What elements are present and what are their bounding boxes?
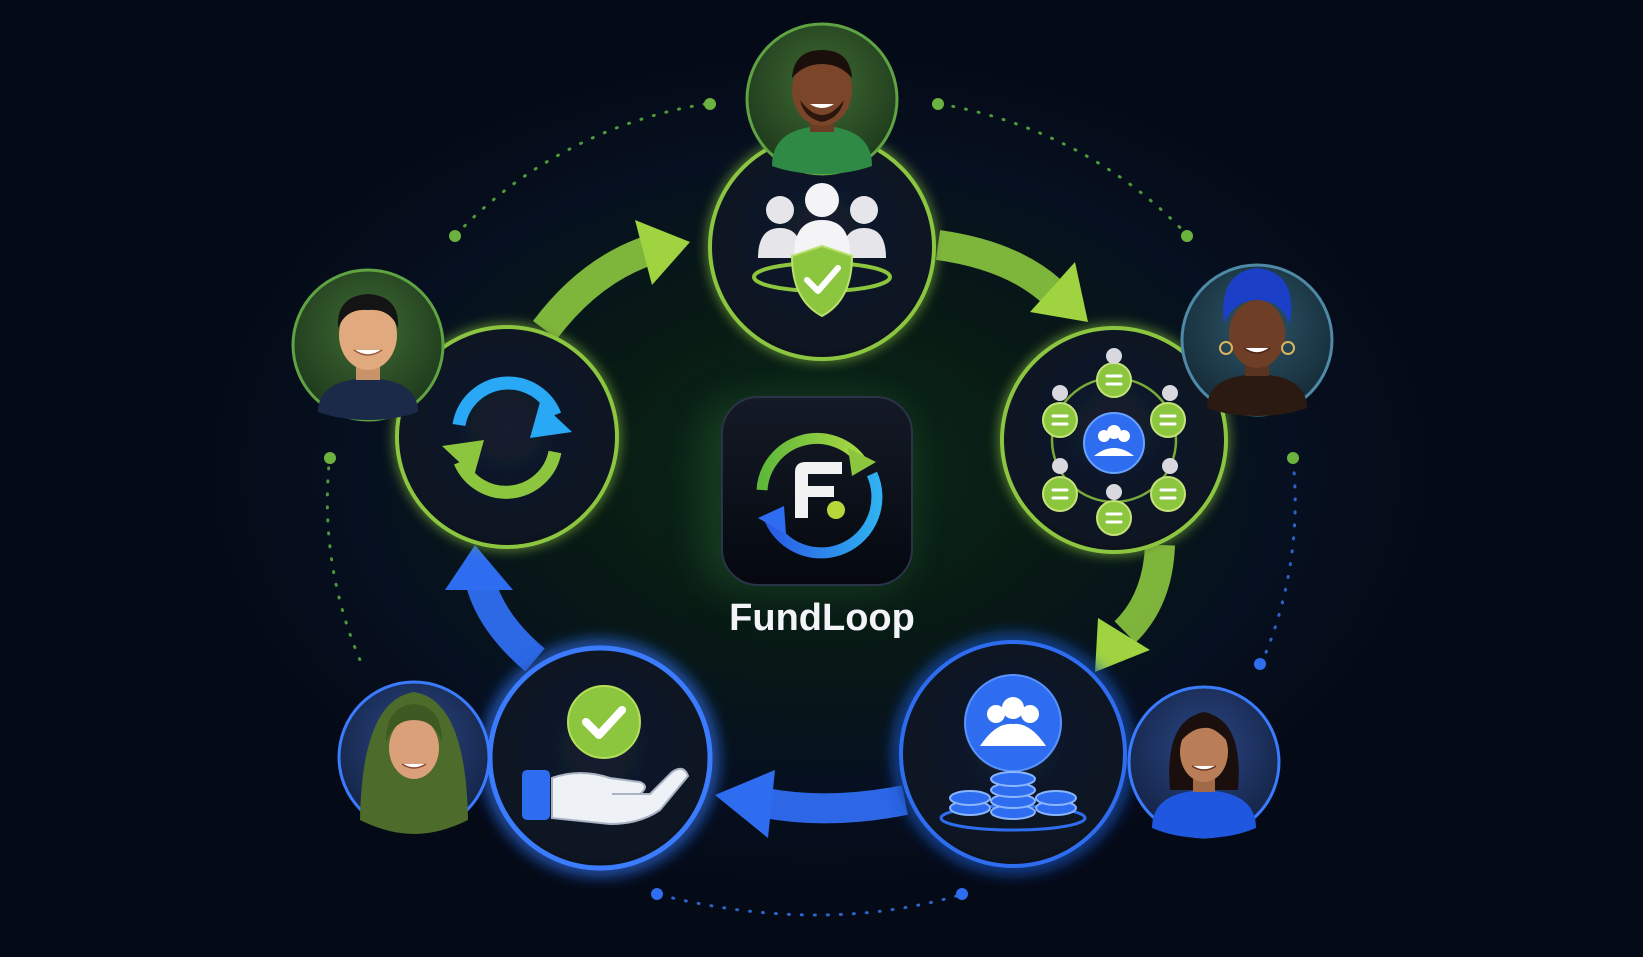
member-avatar-left xyxy=(291,268,445,422)
member-avatar-bottom-right xyxy=(1127,685,1281,839)
member-avatar-top xyxy=(745,22,899,176)
arrow-stage4-to-stage5 xyxy=(445,545,545,672)
arrow-stage1-to-stage2 xyxy=(935,230,1088,322)
stage-node-2 xyxy=(1000,326,1228,554)
stage-node-4 xyxy=(487,645,713,871)
sync-cycle-icon xyxy=(442,376,572,499)
fundloop-logo-icon xyxy=(756,433,883,559)
arrow-stage3-to-stage4 xyxy=(715,770,908,838)
group-shield-check-icon xyxy=(752,183,892,318)
hand-check-payout-icon xyxy=(522,685,690,826)
member-avatar-bottom-left xyxy=(337,680,491,834)
member-avatar-right xyxy=(1180,263,1334,417)
member-avatar-icon xyxy=(1152,712,1256,838)
outer-ring-dots xyxy=(324,98,1299,900)
app-name: FundLoop xyxy=(729,597,915,639)
fundloop-logo xyxy=(700,396,913,590)
member-avatar-icon xyxy=(772,50,872,174)
stage-node-3 xyxy=(899,640,1127,868)
stage-node-1 xyxy=(708,133,936,361)
member-avatar-icon xyxy=(360,692,468,834)
equal-share-network-icon xyxy=(1042,348,1186,536)
group-coin-pool-icon xyxy=(939,674,1087,832)
arrow-stage5-to-stage1 xyxy=(533,220,690,340)
member-avatar-icon xyxy=(1207,268,1307,416)
arrow-stage2-to-stage3 xyxy=(1095,544,1175,672)
member-avatar-icon xyxy=(318,294,418,420)
flow-arrows xyxy=(445,220,1175,838)
outer-dotted-ring xyxy=(325,102,1297,917)
stage-node-5 xyxy=(395,325,619,549)
